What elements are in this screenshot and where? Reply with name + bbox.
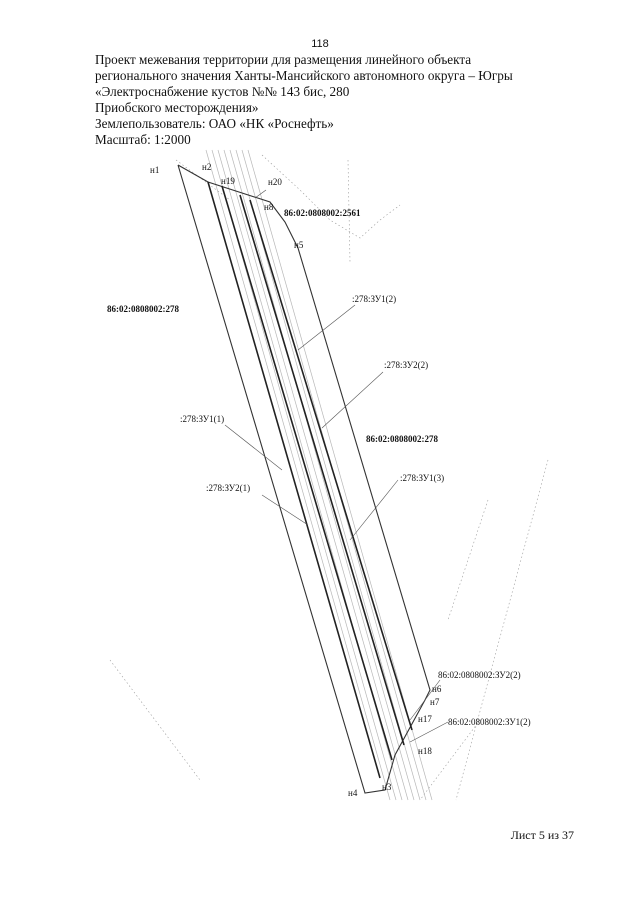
boundary-right-top <box>261 154 401 239</box>
point-n3: н3 <box>382 782 392 792</box>
point-n17: н17 <box>418 714 432 724</box>
point-n20: н20 <box>268 177 282 187</box>
point-n7: н7 <box>430 697 440 707</box>
parcel-zu2-2-bottom-label: 86:02:0808002:ЗУ2(2) <box>438 670 521 680</box>
header-line-3: «Электроснабжение кустов №№ 143 бис, 280 <box>95 84 350 99</box>
parcel-zu1-2-bottom-label: 86:02:0808002:ЗУ1(2) <box>448 717 531 727</box>
point-n19: н19 <box>221 176 235 186</box>
point-n5: н5 <box>294 240 304 250</box>
point-n4: н4 <box>348 788 358 798</box>
scale-line: Масштаб: 1:2000 <box>95 132 191 147</box>
corridor-lines <box>207 181 413 779</box>
boundary-left-top <box>175 159 231 201</box>
leader-lines <box>224 189 449 743</box>
boundary-right-side <box>455 459 549 801</box>
header-line-4: Приобского месторождения» <box>95 100 259 115</box>
point-n8: н8 <box>264 202 274 212</box>
zone-zu2-1-label: :278:ЗУ2(1) <box>206 483 250 493</box>
header-line-1: Проект межевания территории для размещен… <box>95 52 472 67</box>
sheet-number: Лист 5 из 37 <box>510 828 574 842</box>
boundary-left-curve <box>109 659 201 781</box>
point-n1: н1 <box>150 165 159 175</box>
zone-zu1-1-label: :278:ЗУ1(1) <box>180 414 224 424</box>
boundary-right-diag <box>447 499 489 621</box>
document-header: Проект межевания территории для размещен… <box>95 52 575 148</box>
parcel-2561-label: 86:02:0808002:2561 <box>284 208 361 218</box>
main-allotment <box>177 164 431 794</box>
boundary-lower-right <box>419 719 481 801</box>
zone-zu2-2-label: :278:ЗУ2(2) <box>384 360 428 370</box>
parcel-278-right-label: 86:02:0808002:278 <box>366 434 438 444</box>
zone-zu1-3-label: :278:ЗУ1(3) <box>400 473 444 483</box>
point-n2: н2 <box>202 162 211 172</box>
header-line-2: регионального значения Ханты-Мансийского… <box>95 68 513 83</box>
parcel-278-left-label: 86:02:0808002:278 <box>107 304 179 314</box>
boundary-right-vertical <box>347 159 351 263</box>
background-boundaries <box>109 154 549 801</box>
point-n18: н18 <box>418 746 432 756</box>
point-n6: н6 <box>432 684 442 694</box>
page-number: 118 <box>311 38 329 50</box>
landuser-line: Землепользователь: ОАО «НК «Роснефть» <box>95 116 334 131</box>
zone-zu1-2-label: :278:ЗУ1(2) <box>352 294 396 304</box>
